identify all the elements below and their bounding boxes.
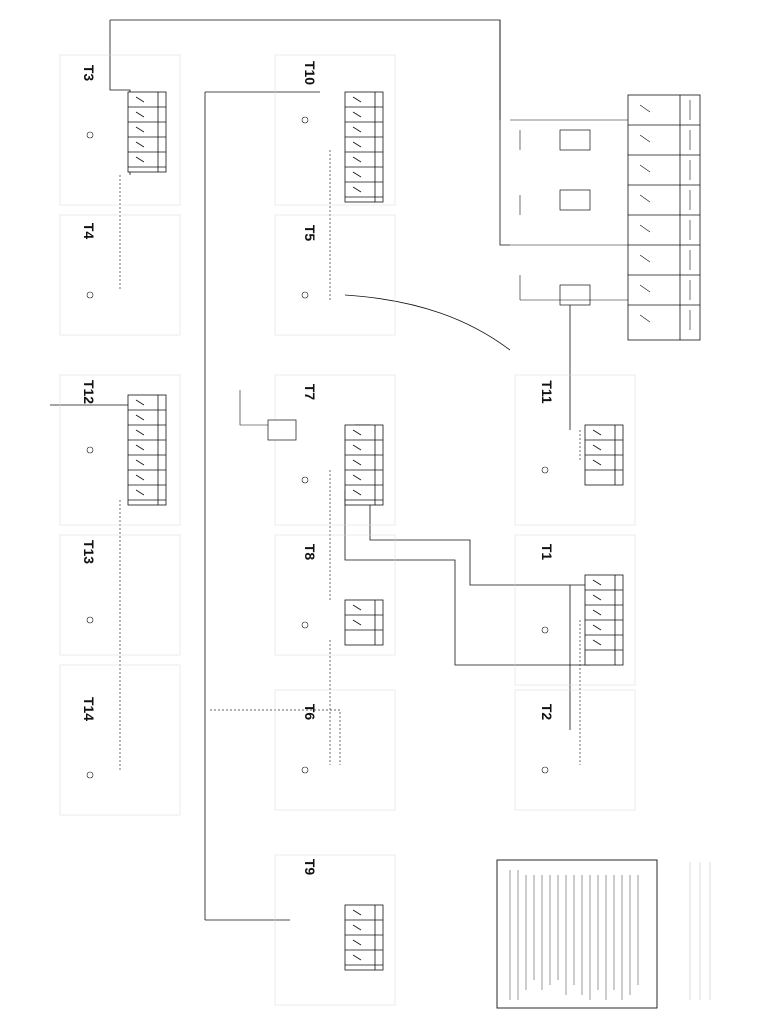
transformer-symbol [301,291,309,299]
label-t9: T9 [302,858,318,876]
breaker-symbol [135,489,145,496]
transformer-symbol [86,771,94,779]
transformer-symbol [86,616,94,624]
breaker-symbol [135,156,145,163]
breaker-symbol [352,459,362,466]
transformer-symbol [541,766,549,774]
transformer-symbol [301,621,309,629]
breaker-symbol [135,474,145,481]
feeder-t8-t2 [344,490,590,666]
label-t11: T11 [539,380,555,404]
watermark-lines [689,862,711,1000]
label-t4: T4 [81,222,97,240]
label-t12: T12 [81,379,97,405]
breaker-symbol [135,459,145,466]
label-t13: T13 [81,539,97,565]
transformer-symbol [86,446,94,454]
breaker-symbol [592,594,602,601]
label-t14: T14 [81,696,97,722]
breaker-symbol [352,444,362,451]
label-t5: T5 [302,224,318,242]
transformer-symbol [86,291,94,299]
panel-t3 [127,91,167,173]
breaker-symbol [592,429,602,436]
legend-box [496,859,658,1009]
dashed-t9 [210,709,341,765]
transformer-symbol [541,626,549,634]
transformer-symbol [86,131,94,139]
breaker-symbol [352,141,362,148]
panel-t7 [344,424,384,506]
breaker-symbol [135,111,145,118]
breaker-symbol [135,414,145,421]
feeder-t3 [109,20,131,175]
breaker-symbol [592,579,602,586]
breaker-symbol [352,619,362,626]
main-switchboard-symbols [639,100,691,330]
breaker-symbol [592,609,602,616]
label-t10: T10 [302,60,318,86]
breaker-symbol [352,474,362,481]
breaker-box-3 [559,284,591,306]
breaker-symbol [135,399,145,406]
label-t7: T7 [302,383,318,401]
breaker-symbol [592,639,602,646]
transformer-symbol [301,766,309,774]
feeder-right-top [499,20,510,246]
breaker-symbol [592,444,602,451]
panel-t12 [127,394,167,506]
breaker-box-2 [559,189,591,211]
breaker-symbol [135,444,145,451]
label-t6: T6 [302,703,318,721]
label-t1: T1 [539,543,555,561]
breaker-symbol [592,459,602,466]
panel-t8 [344,599,384,646]
breaker-symbol [352,954,362,961]
label-t8: T8 [302,543,318,561]
breaker-symbol [135,141,145,148]
breaker-symbol [352,429,362,436]
breaker-symbol [352,156,362,163]
transformer-symbol [301,116,309,124]
breaker-symbol [352,489,362,496]
breaker-symbol [352,96,362,103]
breaker-symbol [352,111,362,118]
breaker-symbol [352,924,362,931]
breaker-symbol [352,171,362,178]
breaker-symbol [592,624,602,631]
breaker-symbol [352,186,362,193]
breaker-symbol [135,126,145,133]
feeder-to-t11 [344,294,511,351]
breaker-symbol [352,126,362,133]
label-t2: T2 [539,703,555,721]
panel-t9 [344,904,384,971]
transformer-symbol [301,476,309,484]
breaker-symbol [352,939,362,946]
breaker-box-1 [559,129,591,151]
label-t3: T3 [81,64,97,82]
panel-t10 [344,91,384,203]
breaker-symbol [135,96,145,103]
breaker-box-t7 [267,419,297,441]
breaker-symbol [352,604,362,611]
breaker-symbol [352,909,362,916]
transformer-symbol [541,466,549,474]
breaker-symbol [135,429,145,436]
main-switchboard [627,94,701,341]
legend-lines [509,870,639,1000]
